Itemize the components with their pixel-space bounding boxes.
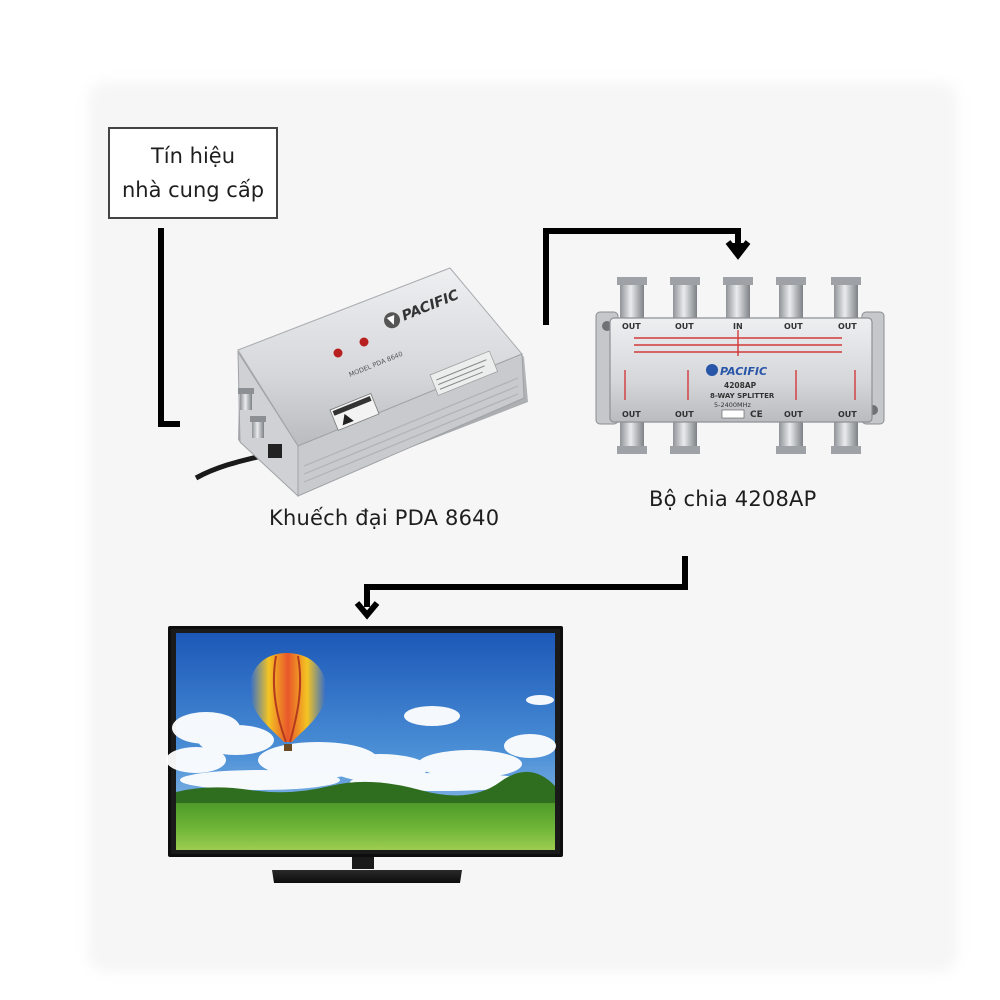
source-label-line2: nhà cung cấp — [121, 178, 265, 202]
splitter-frequency: 5-2400MHz — [714, 401, 752, 409]
connection-amplifier-to-splitter — [543, 228, 751, 325]
port-label: OUT — [838, 410, 857, 419]
splitter-type: 8-WAY SPLITTER — [710, 392, 775, 400]
port-label: OUT — [838, 322, 857, 331]
amplifier-caption: Khuếch đại PDA 8640 — [269, 506, 500, 530]
port-label: OUT — [675, 410, 694, 419]
pacific-logo-icon — [706, 364, 718, 376]
splitter-ce-mark: CE — [750, 410, 763, 420]
splitter-body — [609, 317, 873, 423]
port-label: OUT — [622, 410, 641, 419]
tv-stand-neck — [352, 857, 374, 869]
warning-icon — [342, 413, 354, 426]
tv-stand-base — [272, 870, 462, 883]
television — [166, 626, 563, 883]
hot-air-balloon-icon — [249, 653, 327, 751]
connection-splitter-to-tv — [354, 556, 688, 620]
port-label: OUT — [675, 322, 694, 331]
port-label: OUT — [784, 322, 803, 331]
port-label: OUT — [784, 410, 803, 419]
splitter-device: OUT OUT IN OUT OUT OUT OUT OUT OUT PACIF… — [595, 277, 885, 454]
source-signal-box: Tín hiệu nhà cung cấp — [108, 127, 278, 219]
tv-grass — [176, 803, 555, 850]
splitter-top-connectors — [617, 277, 861, 319]
led-icon — [359, 337, 369, 347]
connection-source-to-amplifier — [158, 228, 180, 427]
arrowhead-down-icon — [354, 601, 380, 620]
splitter-brand: PACIFIC — [720, 365, 767, 378]
amplifier-connectors — [238, 388, 282, 458]
splitter-caption: Bộ chia 4208AP — [649, 487, 817, 511]
tv-clouds — [166, 695, 556, 791]
led-icon — [333, 348, 343, 358]
source-label-line1: Tín hiệu — [150, 144, 236, 168]
port-label: OUT — [622, 322, 641, 331]
amplifier-device: PACIFIC MODEL PDA 8640 — [194, 267, 528, 498]
splitter-model: 4208AP — [724, 381, 757, 390]
port-label-in: IN — [733, 322, 743, 331]
